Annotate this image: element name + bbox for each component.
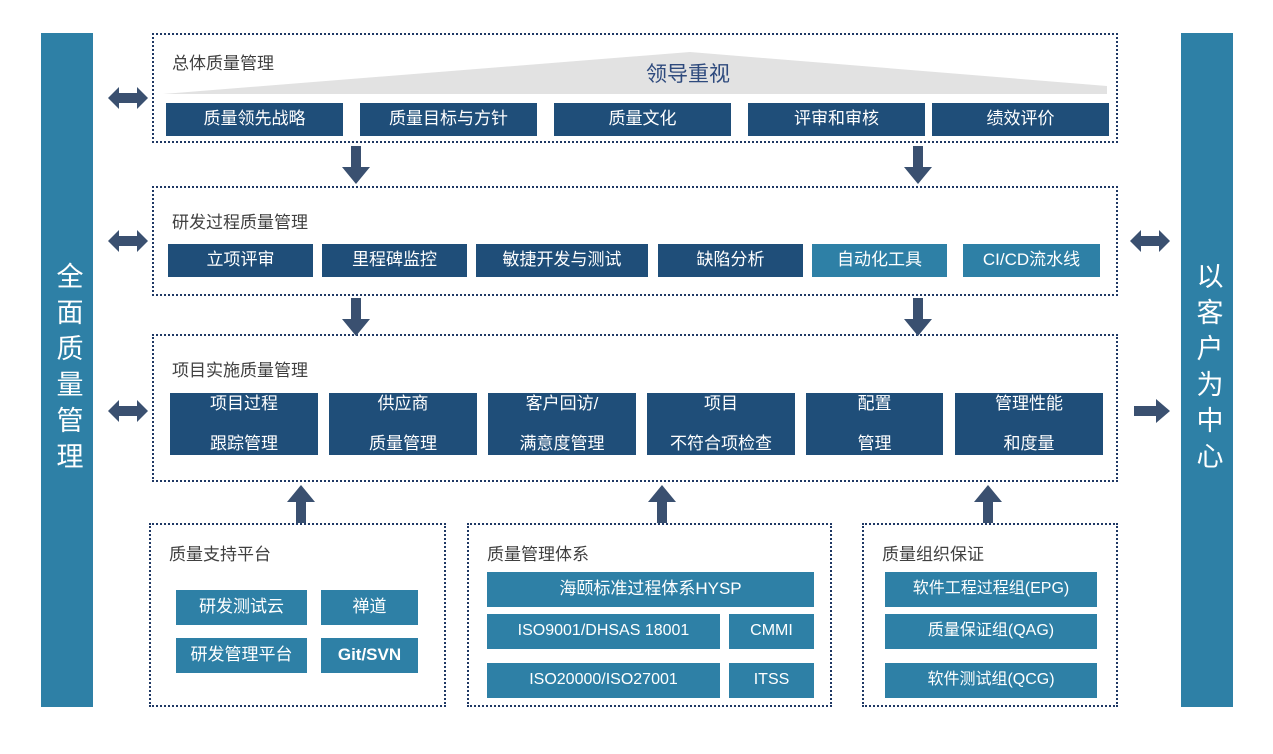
box-management-performance-metrics[interactable]: 管理性能 和度量 [955, 393, 1103, 455]
panel-overall-title: 总体质量管理 [172, 54, 274, 73]
sidebar-total-quality-management: 全面质量管理 [41, 33, 93, 707]
up-arrow-org-to-project [974, 485, 1002, 523]
box-quality-leading-strategy[interactable]: 质量领先战略 [166, 103, 343, 136]
box-performance-evaluation[interactable]: 绩效评价 [932, 103, 1109, 136]
sidebar-customer-centric: 以客户为中心 [1181, 33, 1233, 707]
panel-support-title: 质量支持平台 [169, 545, 271, 564]
box-rnd-test-cloud[interactable]: 研发测试云 [176, 590, 307, 625]
box-project-nonconformance-check-line2: 不符合项检查 [670, 434, 772, 454]
double-arrow-left-row3 [108, 398, 148, 424]
up-arrow-system-to-project [648, 485, 676, 523]
box-zentao[interactable]: 禅道 [321, 590, 418, 625]
box-project-initiation-review[interactable]: 立项评审 [168, 244, 313, 277]
box-project-nonconformance-check-line1: 项目 [704, 393, 738, 413]
box-configuration-management-line2: 管理 [857, 434, 892, 454]
box-itss[interactable]: ITSS [729, 663, 814, 698]
box-git-svn[interactable]: Git/SVN [321, 638, 418, 673]
panel-project-title: 项目实施质量管理 [172, 361, 308, 380]
box-management-performance-metrics-line1: 管理性能 [995, 393, 1063, 413]
box-customer-revisit-satisfaction-line1: 客户回访/ [525, 393, 599, 413]
box-iso20000-iso27001[interactable]: ISO20000/ISO27001 [487, 663, 720, 698]
box-iso9001-dhsas18001[interactable]: ISO9001/DHSAS 18001 [487, 614, 720, 649]
box-defect-analysis[interactable]: 缺陷分析 [658, 244, 803, 277]
box-configuration-management[interactable]: 配置 管理 [806, 393, 943, 455]
box-qag-group[interactable]: 质量保证组(QAG) [885, 614, 1097, 649]
double-arrow-left-row1 [108, 85, 148, 111]
box-project-process-tracking-line1: 项目过程 [210, 393, 278, 413]
box-epg-group[interactable]: 软件工程过程组(EPG) [885, 572, 1097, 607]
box-cicd-pipeline[interactable]: CI/CD流水线 [963, 244, 1100, 277]
up-arrow-support-to-project [287, 485, 315, 523]
box-supplier-quality-management[interactable]: 供应商 质量管理 [329, 393, 477, 455]
box-project-nonconformance-check[interactable]: 项目 不符合项检查 [647, 393, 795, 455]
panel-system-title: 质量管理体系 [487, 545, 589, 564]
sidebar-left-label: 全面质量管理 [52, 262, 83, 478]
box-agile-dev-and-test[interactable]: 敏捷开发与测试 [476, 244, 648, 277]
single-arrow-right-row3 [1134, 398, 1170, 424]
box-configuration-management-line1: 配置 [857, 393, 892, 413]
panel-rnd-title: 研发过程质量管理 [172, 213, 308, 232]
down-arrow-rnd-to-project-left [342, 298, 370, 336]
box-rnd-management-platform[interactable]: 研发管理平台 [176, 638, 307, 673]
down-arrow-overall-to-rnd-right [904, 146, 932, 184]
down-arrow-rnd-to-project-right [904, 298, 932, 336]
sidebar-right-label: 以客户为中心 [1192, 262, 1223, 478]
box-automation-tools[interactable]: 自动化工具 [812, 244, 947, 277]
box-customer-revisit-satisfaction-line2: 满意度管理 [519, 434, 605, 454]
box-quality-culture[interactable]: 质量文化 [554, 103, 731, 136]
box-customer-revisit-satisfaction[interactable]: 客户回访/ 满意度管理 [488, 393, 636, 455]
double-arrow-right-row2 [1130, 228, 1170, 254]
box-supplier-quality-management-line2: 质量管理 [369, 434, 437, 454]
leadership-banner-label: 领导重视 [646, 63, 730, 86]
box-milestone-monitoring[interactable]: 里程碑监控 [322, 244, 467, 277]
double-arrow-left-row2 [108, 228, 148, 254]
panel-org-title: 质量组织保证 [882, 545, 984, 564]
box-management-performance-metrics-line2: 和度量 [1003, 434, 1055, 454]
down-arrow-overall-to-rnd-left [342, 146, 370, 184]
box-quality-goals-policy[interactable]: 质量目标与方针 [360, 103, 537, 136]
box-qcg-group[interactable]: 软件测试组(QCG) [885, 663, 1097, 698]
panel-rnd-process-quality-management: 研发过程质量管理 [152, 186, 1118, 296]
box-project-process-tracking-line2: 跟踪管理 [210, 434, 278, 454]
leadership-banner-shape [163, 52, 1107, 94]
box-hysp-standard-process[interactable]: 海颐标准过程体系HYSP [487, 572, 814, 607]
box-cmmi[interactable]: CMMI [729, 614, 814, 649]
box-supplier-quality-management-line1: 供应商 [377, 393, 429, 413]
box-project-process-tracking[interactable]: 项目过程 跟踪管理 [170, 393, 318, 455]
box-review-and-audit[interactable]: 评审和审核 [748, 103, 925, 136]
